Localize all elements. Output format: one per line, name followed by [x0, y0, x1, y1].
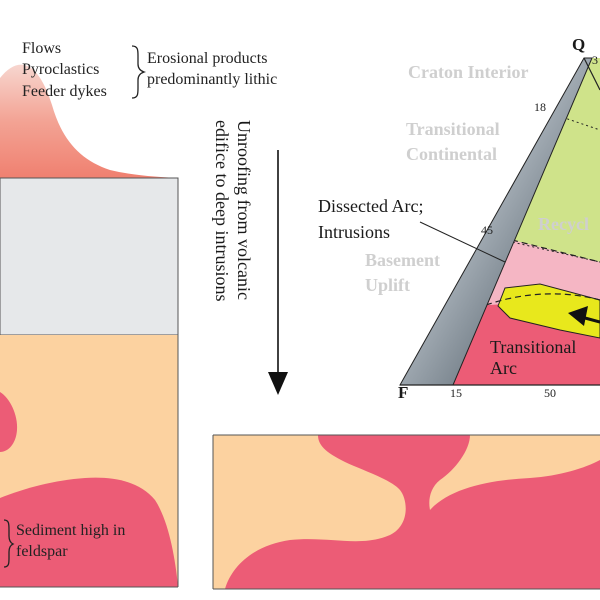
boundary-dashed-2 [485, 293, 600, 306]
field-label-basement-uplift-1: Basement [365, 250, 440, 270]
intrusion-lobe [0, 392, 18, 452]
label-dissected-arc-1: Dissected Arc; [318, 196, 423, 216]
tick-top: 3 [592, 53, 598, 67]
field-label-transitional-continental-1: Transitional [406, 119, 500, 139]
apex-q: Q [572, 35, 585, 54]
trend-arrow [568, 306, 600, 326]
unroofing-arrow [268, 150, 288, 395]
boundary-dotted-45 [502, 239, 600, 263]
label-feeder-dykes: Feeder dykes [22, 83, 107, 100]
eroded-section [212, 434, 600, 590]
label-flows: Flows [22, 40, 61, 57]
tick-45: 45 [481, 223, 493, 237]
tick-50: 50 [544, 386, 556, 400]
label-sediment-2: feldspar [16, 543, 68, 560]
exposed-intrusion-right [429, 435, 600, 510]
label-erosional-1: Erosional products [147, 50, 267, 67]
label-sediment-1: Sediment high in [16, 522, 125, 539]
grey-basement-block [0, 177, 179, 336]
brace-sediment [3, 519, 15, 568]
crust-section [0, 64, 179, 588]
tick-15: 15 [450, 386, 462, 400]
label-pyroclastics: Pyroclastics [22, 61, 99, 78]
apex-f: F [398, 383, 408, 402]
arrow-text-2: edifice to deep intrusions [212, 120, 232, 301]
field-label-transitional-continental-2: Continental [406, 144, 497, 164]
volcanic-edifice [0, 64, 178, 178]
qfl-ternary [453, 58, 600, 385]
label-erosional-2: predominantly lithic [147, 71, 277, 88]
field-label-basement-uplift-2: Uplift [365, 275, 410, 295]
field-recycled [512, 58, 600, 262]
label-dissected-arc-2: Intrusions [318, 222, 390, 242]
field-label-recycled: Recycl [538, 214, 589, 234]
deep-intrusion-body [0, 477, 178, 587]
brace-volcanic [131, 45, 147, 99]
tick-18: 18 [534, 100, 546, 114]
leader-dissected-arc [419, 221, 506, 263]
boundary-dashed-1 [511, 239, 600, 263]
field-label-craton-interior: Craton Interior [408, 62, 528, 82]
boundary-dotted-18 [552, 113, 600, 131]
label-transitional-arc-1: Transitional [490, 337, 576, 357]
trend-band [497, 283, 600, 339]
label-transitional-arc-2: Arc [490, 358, 517, 378]
arrow-text-1: Unroofing from volcanic [234, 120, 254, 300]
